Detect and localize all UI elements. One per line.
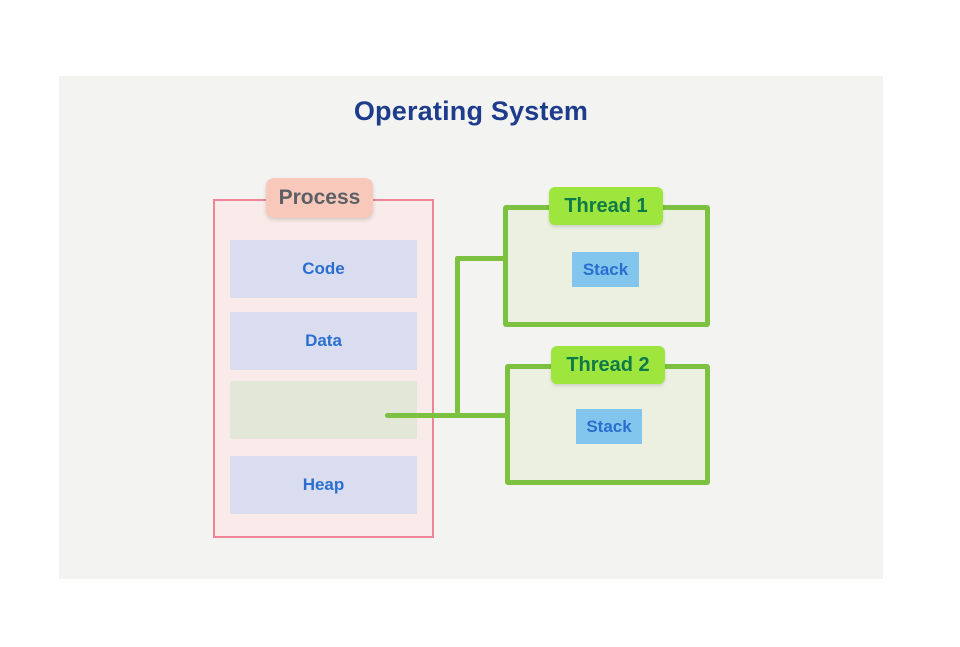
thread2-stack: Stack — [576, 409, 642, 444]
diagram-title: Operating System — [353, 96, 589, 126]
process-label: Process — [266, 178, 373, 218]
connector-process-to-thread2 — [385, 413, 507, 418]
thread2-label: Thread 2 — [551, 346, 665, 384]
process-segment-code: Code — [230, 240, 417, 298]
thread1-label: Thread 1 — [549, 187, 663, 225]
connector-branch-to-thread1 — [455, 256, 505, 261]
diagram-panel — [59, 76, 883, 579]
process-segment-empty — [230, 381, 417, 439]
process-segment-heap: Heap — [230, 456, 417, 514]
thread1-stack: Stack — [572, 252, 639, 287]
connector-branch-vertical — [455, 256, 460, 418]
process-segment-data: Data — [230, 312, 417, 370]
